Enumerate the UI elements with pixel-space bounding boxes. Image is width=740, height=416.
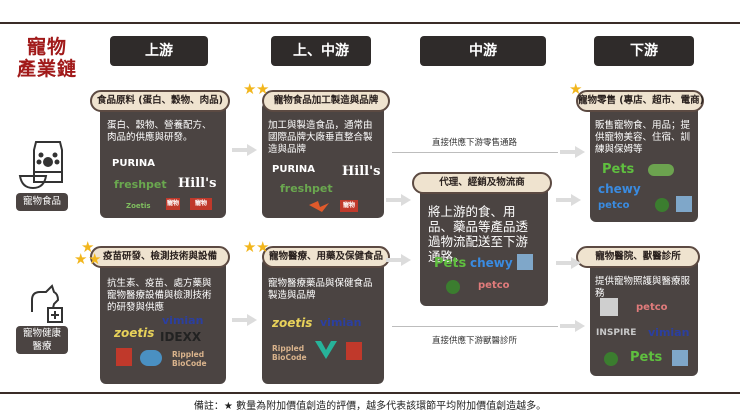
logo-rippled-biocode: Rippled BioCode (172, 350, 207, 368)
bird-logo-icon (308, 198, 330, 212)
gray-logo-icon (600, 298, 618, 316)
logo-chewy: chewy (598, 182, 641, 196)
green-logo-icon (648, 164, 674, 176)
logo-red-badge: 寵物 (340, 200, 358, 212)
star-icon: ★ (569, 80, 583, 98)
logo-chewy: chewy (470, 256, 513, 270)
star-icon: ★ (256, 80, 270, 98)
arrow-right-icon (556, 257, 582, 269)
square-logo-icon (676, 196, 692, 212)
logo-red-badge-2: 寵物 (190, 198, 212, 210)
arrow-right-icon (386, 254, 412, 266)
logo-hills: Hill's (342, 164, 381, 179)
panel-food-processing (262, 102, 384, 218)
bottom-divider (0, 392, 740, 394)
logo-pets: Pets (602, 162, 635, 177)
arrow-right-icon (232, 314, 258, 326)
arrow-right-icon (560, 146, 586, 158)
header-downstream: 下游 (594, 36, 694, 66)
star-icon: ★ (74, 250, 88, 268)
logo-rippled-biocode: Rippled BioCode (272, 344, 307, 362)
logo-zoetis: zoetis (114, 326, 155, 340)
logo-pets: Pets (434, 256, 467, 271)
logo-vimian: vimian (162, 314, 204, 327)
text-hospital: 提供寵物照護與醫療服務 (595, 276, 691, 299)
circle-logo-icon (604, 352, 618, 366)
circle-logo-icon (655, 198, 669, 212)
arrow-right-icon (556, 194, 582, 206)
logo-vimian: vimian (320, 316, 362, 329)
text-agents: 將上游的食、用品、藥品等產品透過物流配送至下游通路。 (428, 204, 529, 264)
logo-zoetis-small: Zoetis (126, 202, 151, 210)
logo-inspire: INSPIRE (596, 328, 637, 338)
category-health: 寵物健康 醫療 (16, 326, 68, 354)
panel-medicine (262, 258, 384, 384)
square-logo-icon (517, 254, 533, 270)
pet-health-icon (24, 282, 66, 324)
text-food-processing: 加工與製造食品，通常由國際品牌大廠垂直整合製造與品牌 (268, 120, 373, 155)
header-midstream: 中游 (420, 36, 546, 66)
star-icon: ★ (243, 238, 257, 256)
circle-logo-icon (446, 280, 460, 294)
star-icon: ★ (88, 250, 102, 268)
v-logo-icon (314, 340, 338, 360)
label-food-raw: 食品原料 (蛋白、穀物、肉品) (90, 90, 230, 112)
red-logo-icon (116, 348, 132, 366)
logo-petco: petco (636, 302, 668, 313)
star-icon: ★ (81, 238, 95, 256)
header-upstream: 上游 (110, 36, 208, 66)
pet-food-bag-icon (30, 138, 66, 186)
text-vaccine: 抗生素、疫苗、處方藥與寵物醫療設備與檢測技術的研發與供應 (107, 278, 212, 313)
bowl-icon (18, 170, 48, 190)
flow-label-vet: 直接供應下游獸醫診所 (432, 336, 518, 346)
flow-line-vet (392, 326, 558, 327)
logo-pets: Pets (630, 350, 663, 365)
logo-purina: PURINA (112, 158, 155, 169)
footer-note: 備註：★ 數量為附加價值創造的評價，越多代表該環節平均附加價值創造越多。 (193, 401, 547, 412)
category-food: 寵物食品 (16, 193, 68, 211)
blue-logo-icon (140, 350, 162, 366)
label-food-processing: 寵物食品加工製造與品牌 (262, 90, 390, 112)
logo-hills: Hill's (178, 176, 217, 191)
top-divider (0, 22, 740, 24)
label-medicine: 寵物醫療、用藥及保健食品 (262, 246, 390, 268)
flow-line-retail (392, 152, 558, 153)
logo-petco: petco (478, 280, 510, 291)
page-title: 寵物 產業鏈 (16, 36, 77, 80)
arrow-right-icon (386, 194, 412, 206)
logo-vimian: vimian (648, 326, 690, 339)
logo-freshpet: freshpet (114, 178, 167, 191)
star-icon: ★ (256, 238, 270, 256)
text-retail: 販售寵物食、用品；提供寵物美容、住宿、訓練與保姆等 (595, 120, 691, 155)
logo-petco: petco (598, 200, 630, 211)
label-retail: 寵物零售 (專店、超市、電商) (576, 90, 704, 112)
star-icon: ★ (243, 80, 257, 98)
logo-zoetis: zoetis (272, 316, 313, 330)
logo-idexx: IDEXX (160, 330, 202, 344)
square-logo-icon (672, 350, 688, 366)
logo-purina: PURINA (272, 164, 315, 175)
arrow-right-icon (560, 320, 586, 332)
text-medicine: 寵物醫療藥品與保健食品製造與品牌 (268, 278, 373, 301)
logo-red-badge-1: 寵物 (166, 198, 180, 210)
label-vaccine: 疫苗研發、檢測技術與設備 (90, 246, 230, 268)
logo-freshpet: freshpet (280, 182, 333, 195)
red-logo-icon (346, 342, 362, 360)
arrow-right-icon (232, 144, 258, 156)
text-food-raw: 蛋白、穀物、營養配方、肉品的供應與研發。 (107, 120, 212, 143)
flow-label-retail: 直接供應下游零售通路 (432, 138, 518, 148)
label-agents: 代理、經銷及物流商 (412, 172, 552, 194)
panel-agents (420, 180, 548, 306)
header-up-mid: 上、中游 (271, 36, 371, 66)
label-hospital: 寵物醫院、獸醫診所 (576, 246, 700, 268)
